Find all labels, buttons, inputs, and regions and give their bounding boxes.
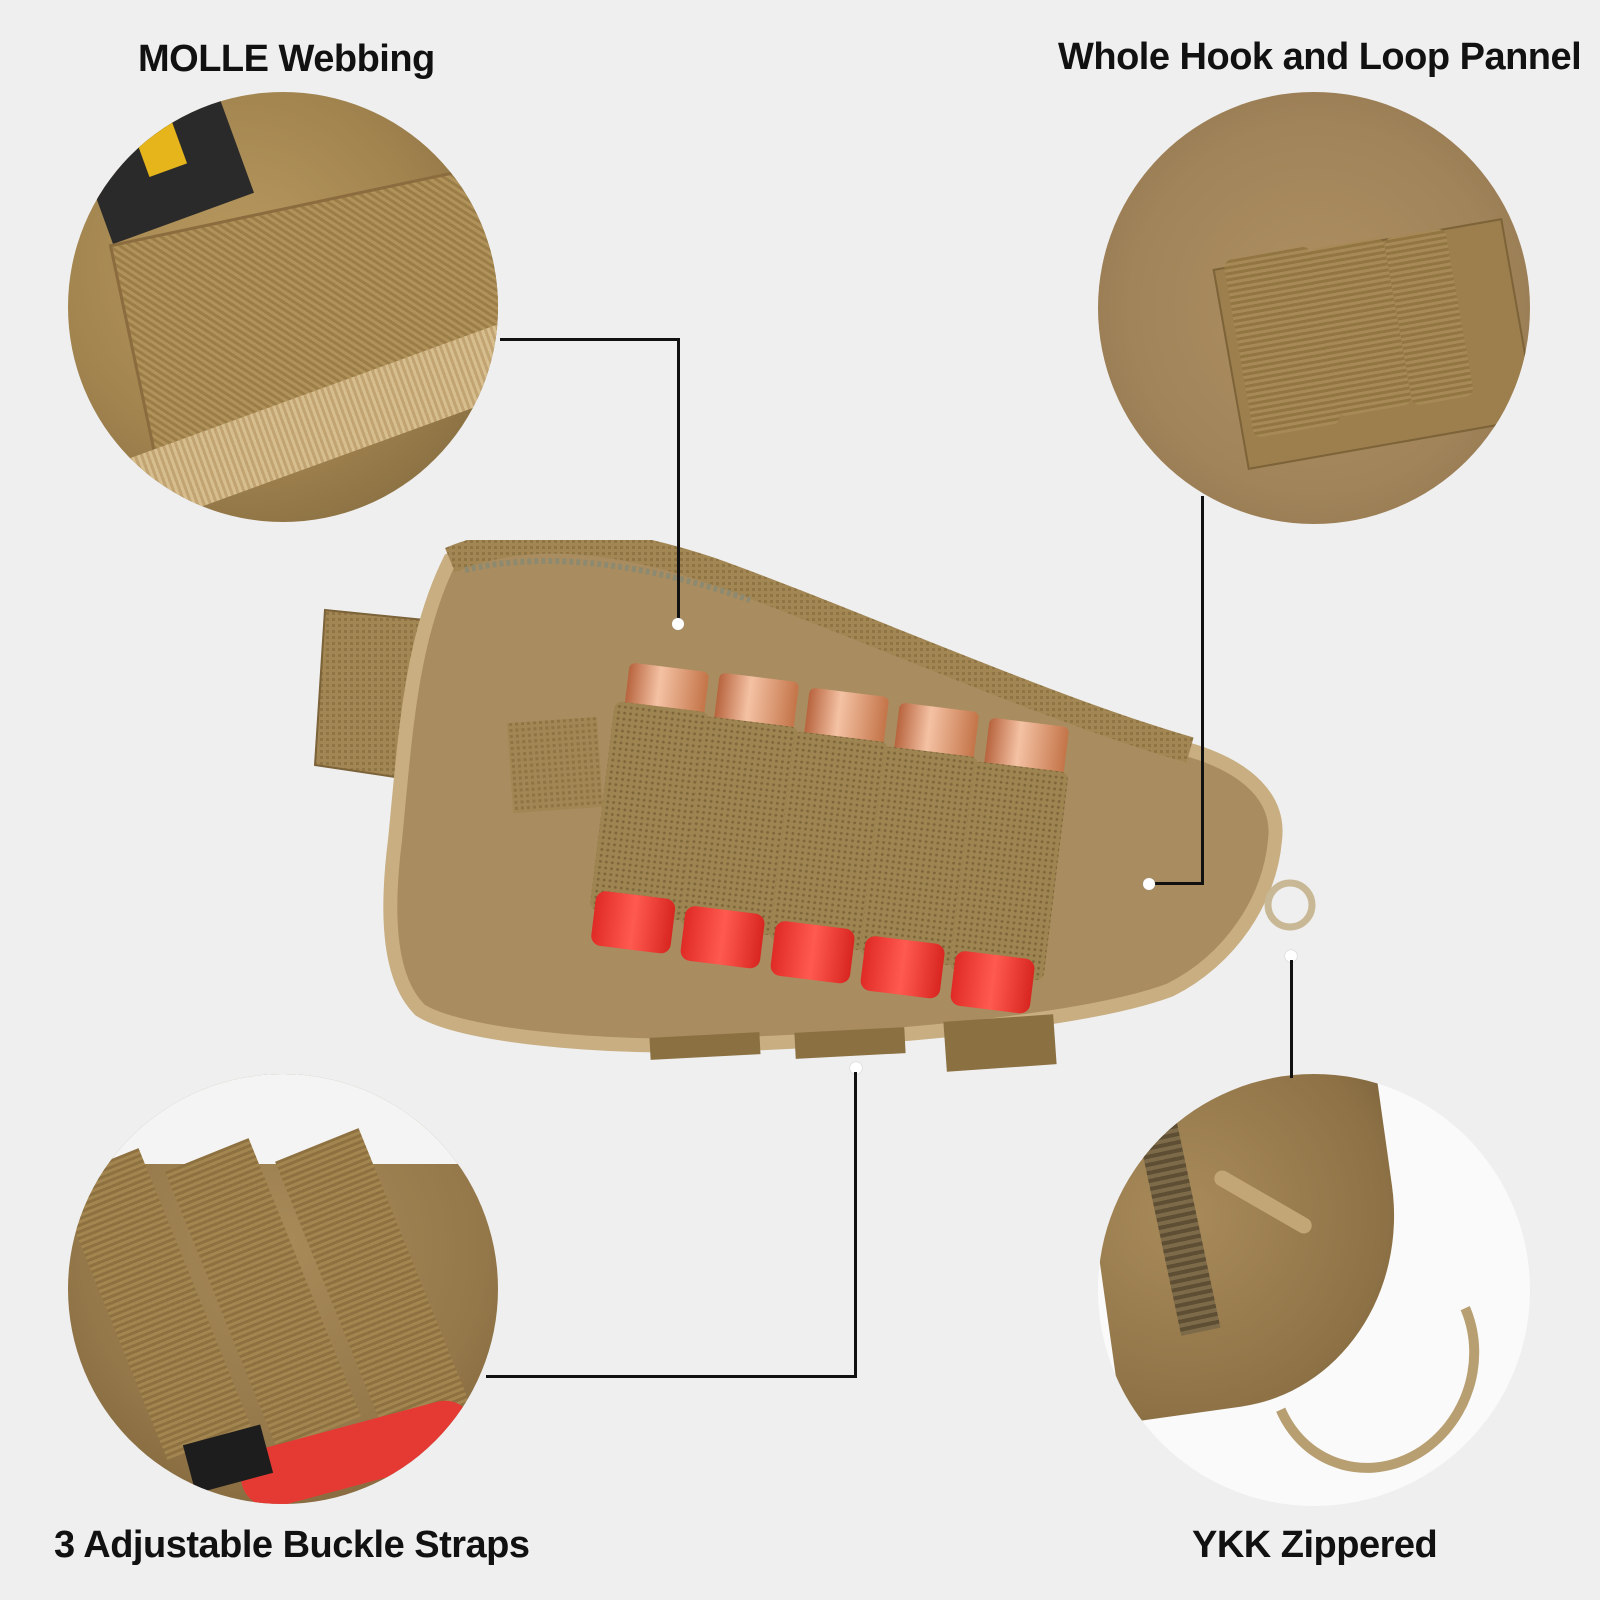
detail-ykk-zipper-image [1098,1074,1530,1506]
detail-molle-webbing-image [68,92,498,522]
callout-dot-buckle [850,1062,862,1074]
callout-line-hook-loop [1152,882,1204,885]
label-ykk-zippered: YKK Zippered [1192,1524,1438,1566]
detail-hook-loop-panel-image [1098,92,1530,524]
callout-line-buckle [486,1375,857,1378]
callout-line-hook-loop-vertical [1201,496,1204,885]
callout-line-buckle-vertical [854,1072,857,1378]
callout-dot-zipper [1285,950,1297,962]
label-buckle-straps: 3 Adjustable Buckle Straps [54,1524,530,1566]
callout-dot-molle [672,618,684,630]
detail-buckle-straps-image [68,1074,498,1504]
callout-line-molle [500,338,680,341]
callout-dot-hook-loop [1143,878,1155,890]
callout-line-molle-vertical [677,338,680,626]
label-molle-webbing: MOLLE Webbing [138,38,435,80]
stock-pouch-product-image [290,527,1320,1100]
shotgun-shells [590,663,1069,1014]
label-hook-loop-panel: Whole Hook and Loop Pannel [1058,36,1582,78]
cheek-rest-pouch-illustration [313,527,1316,1072]
callout-line-zipper-vertical [1290,960,1293,1078]
